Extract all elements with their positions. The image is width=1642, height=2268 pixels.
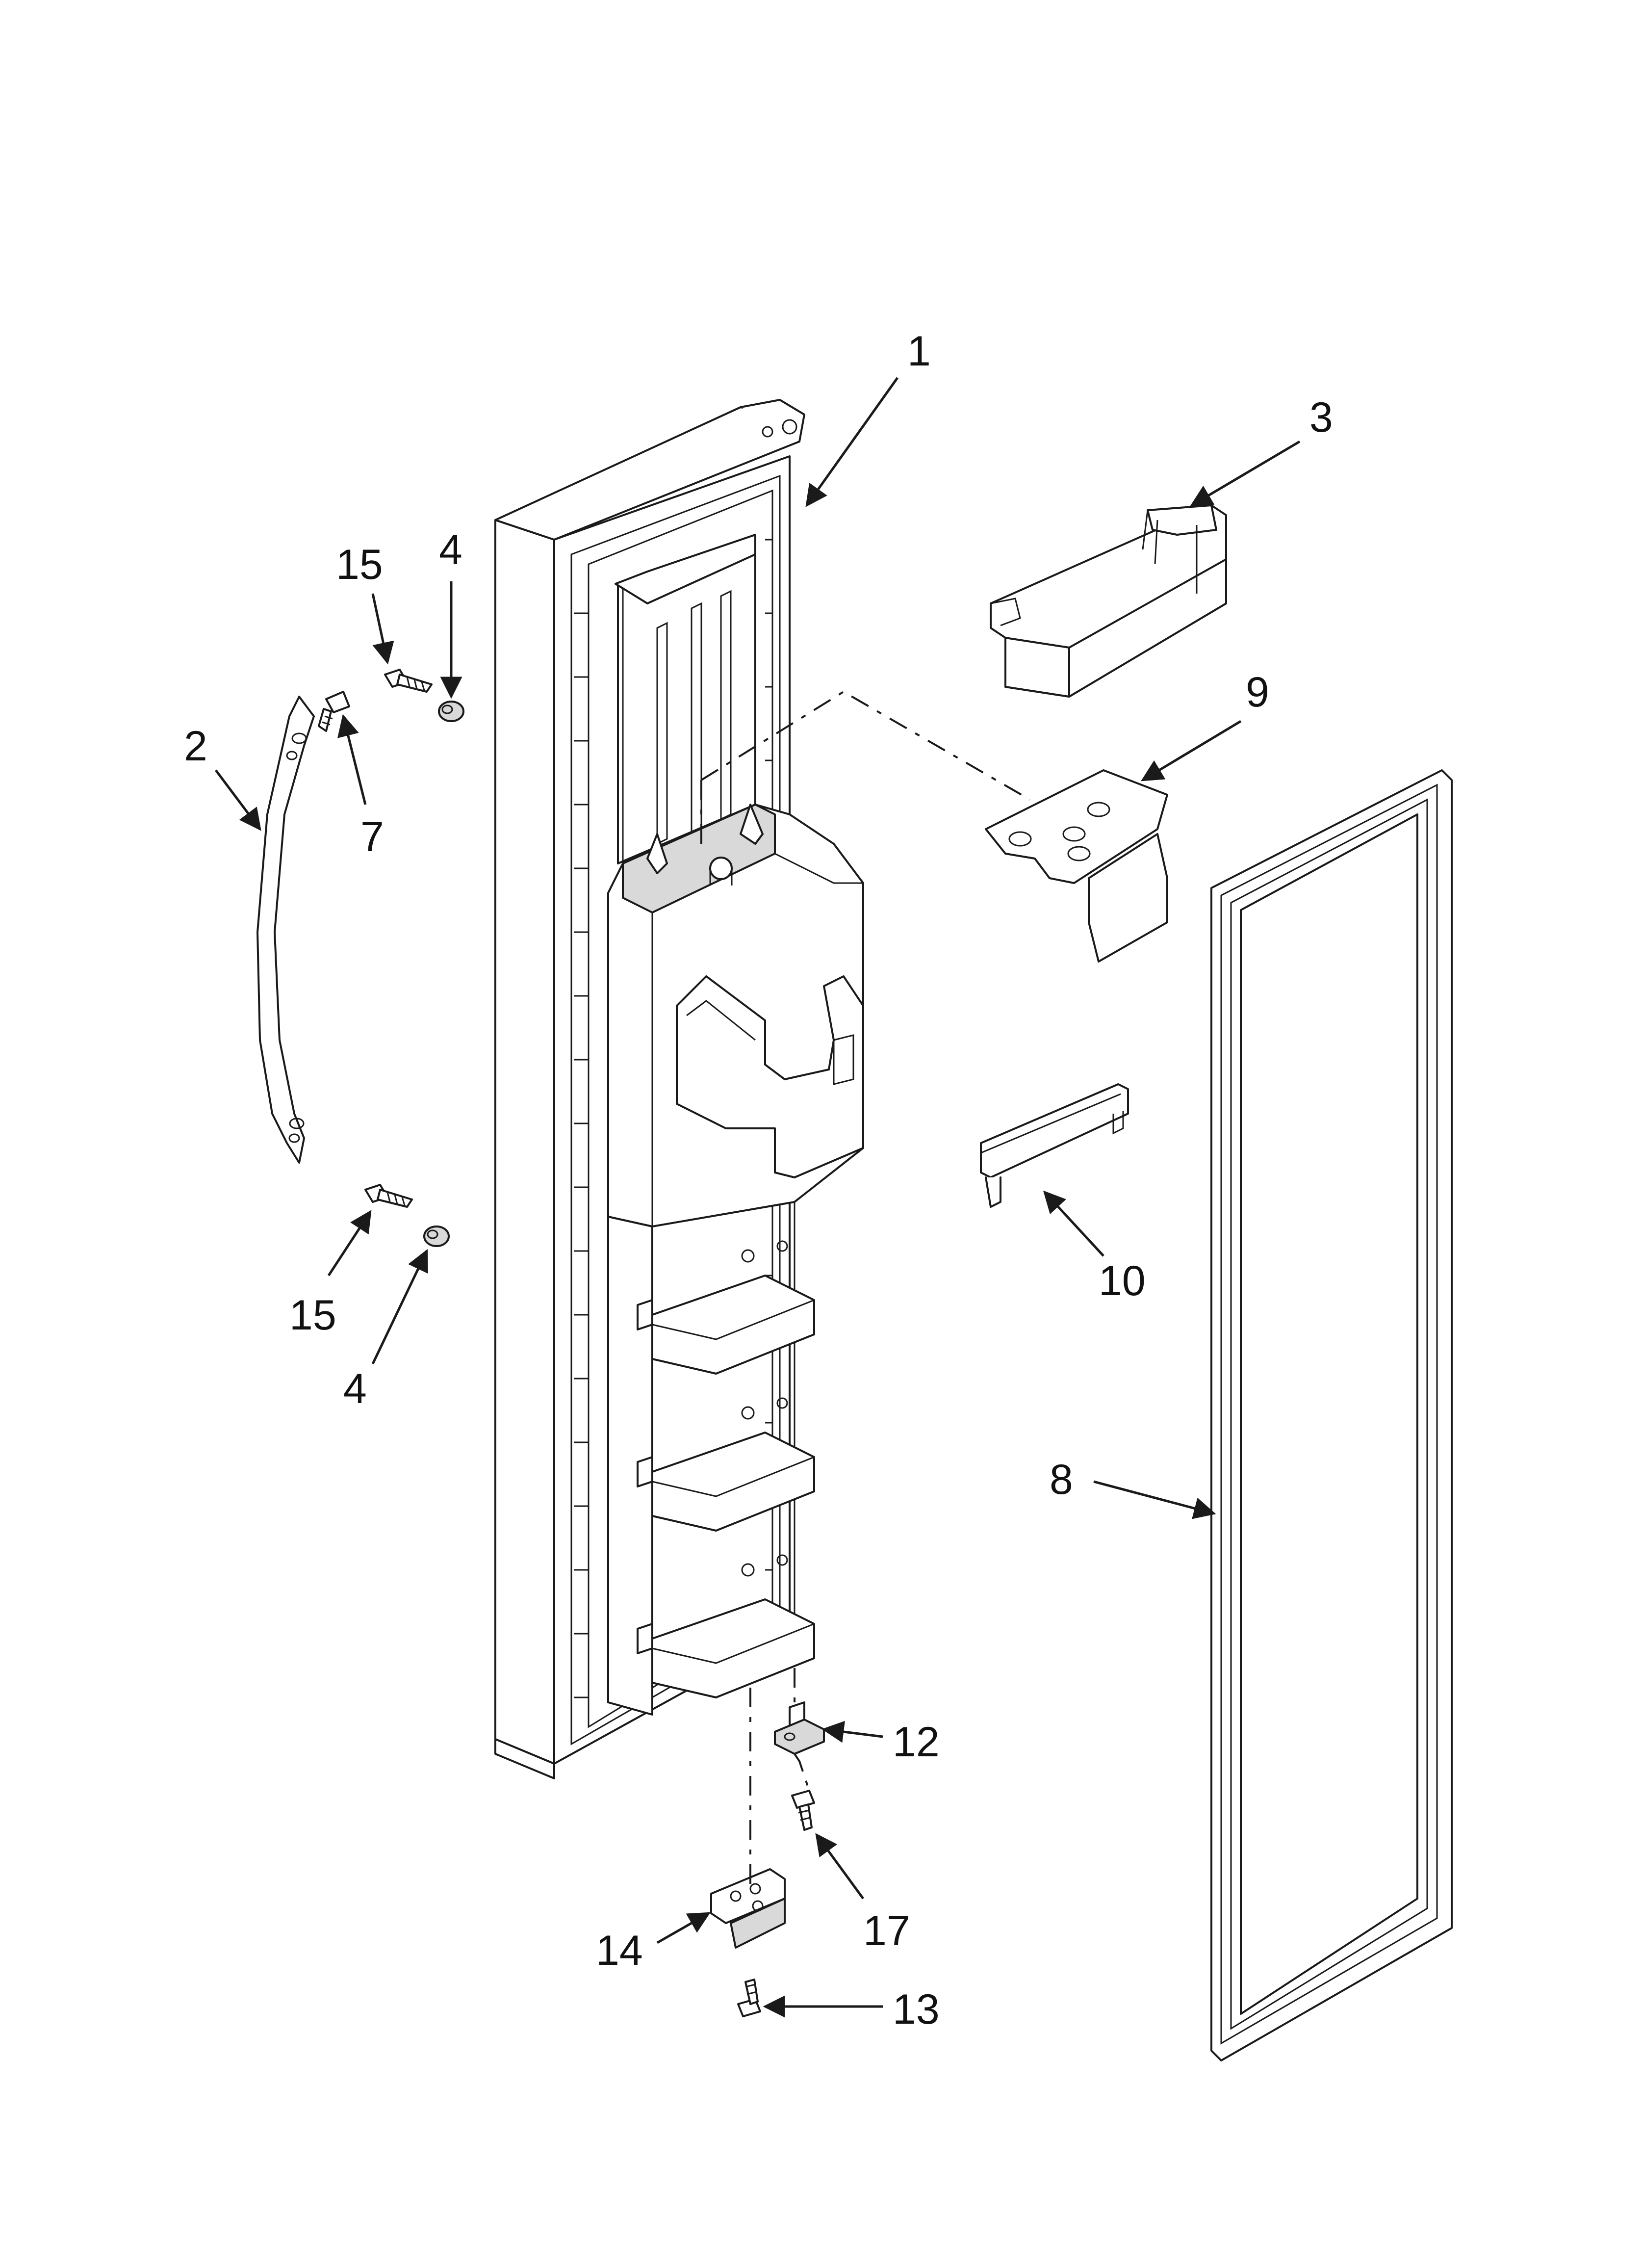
screw-15-lower [364,1184,413,1208]
callout-7: 7 [360,813,384,860]
screw-13 [737,1979,761,2017]
hinge-bracket-14 [710,1868,786,1949]
spacer-4-upper [438,701,464,722]
callout-9: 9 [1246,669,1269,716]
callout-14: 14 [596,1927,643,1974]
door-gasket [1210,769,1453,2061]
screw-15-upper [384,669,433,693]
callout-8: 8 [1050,1456,1073,1503]
divider-rail [980,1083,1129,1208]
callout-4-lower: 4 [343,1365,367,1412]
callout-13: 13 [893,1986,940,2033]
callout-3: 3 [1309,394,1333,441]
door-assembly [494,399,864,1779]
screw-7 [318,691,350,732]
alignment-line-screw-17 [794,1753,810,1791]
hinge-pin-12 [774,1701,825,1755]
callout-4-upper: 4 [439,526,462,574]
callout-17: 17 [863,1907,910,1955]
callout-2: 2 [184,723,207,770]
alignment-line-plate [700,690,1031,801]
callout-15-lower: 15 [289,1292,336,1339]
leader-lines [215,377,1301,2018]
callout-15-upper: 15 [336,541,383,588]
callout-12: 12 [893,1719,940,1766]
callout-10: 10 [1099,1257,1146,1304]
screw-17 [791,1790,815,1831]
door-handle [257,696,315,1164]
door-bin [990,504,1227,698]
gasket-plate [985,769,1168,963]
callout-1: 1 [907,328,931,375]
spacer-4-lower [423,1225,450,1247]
